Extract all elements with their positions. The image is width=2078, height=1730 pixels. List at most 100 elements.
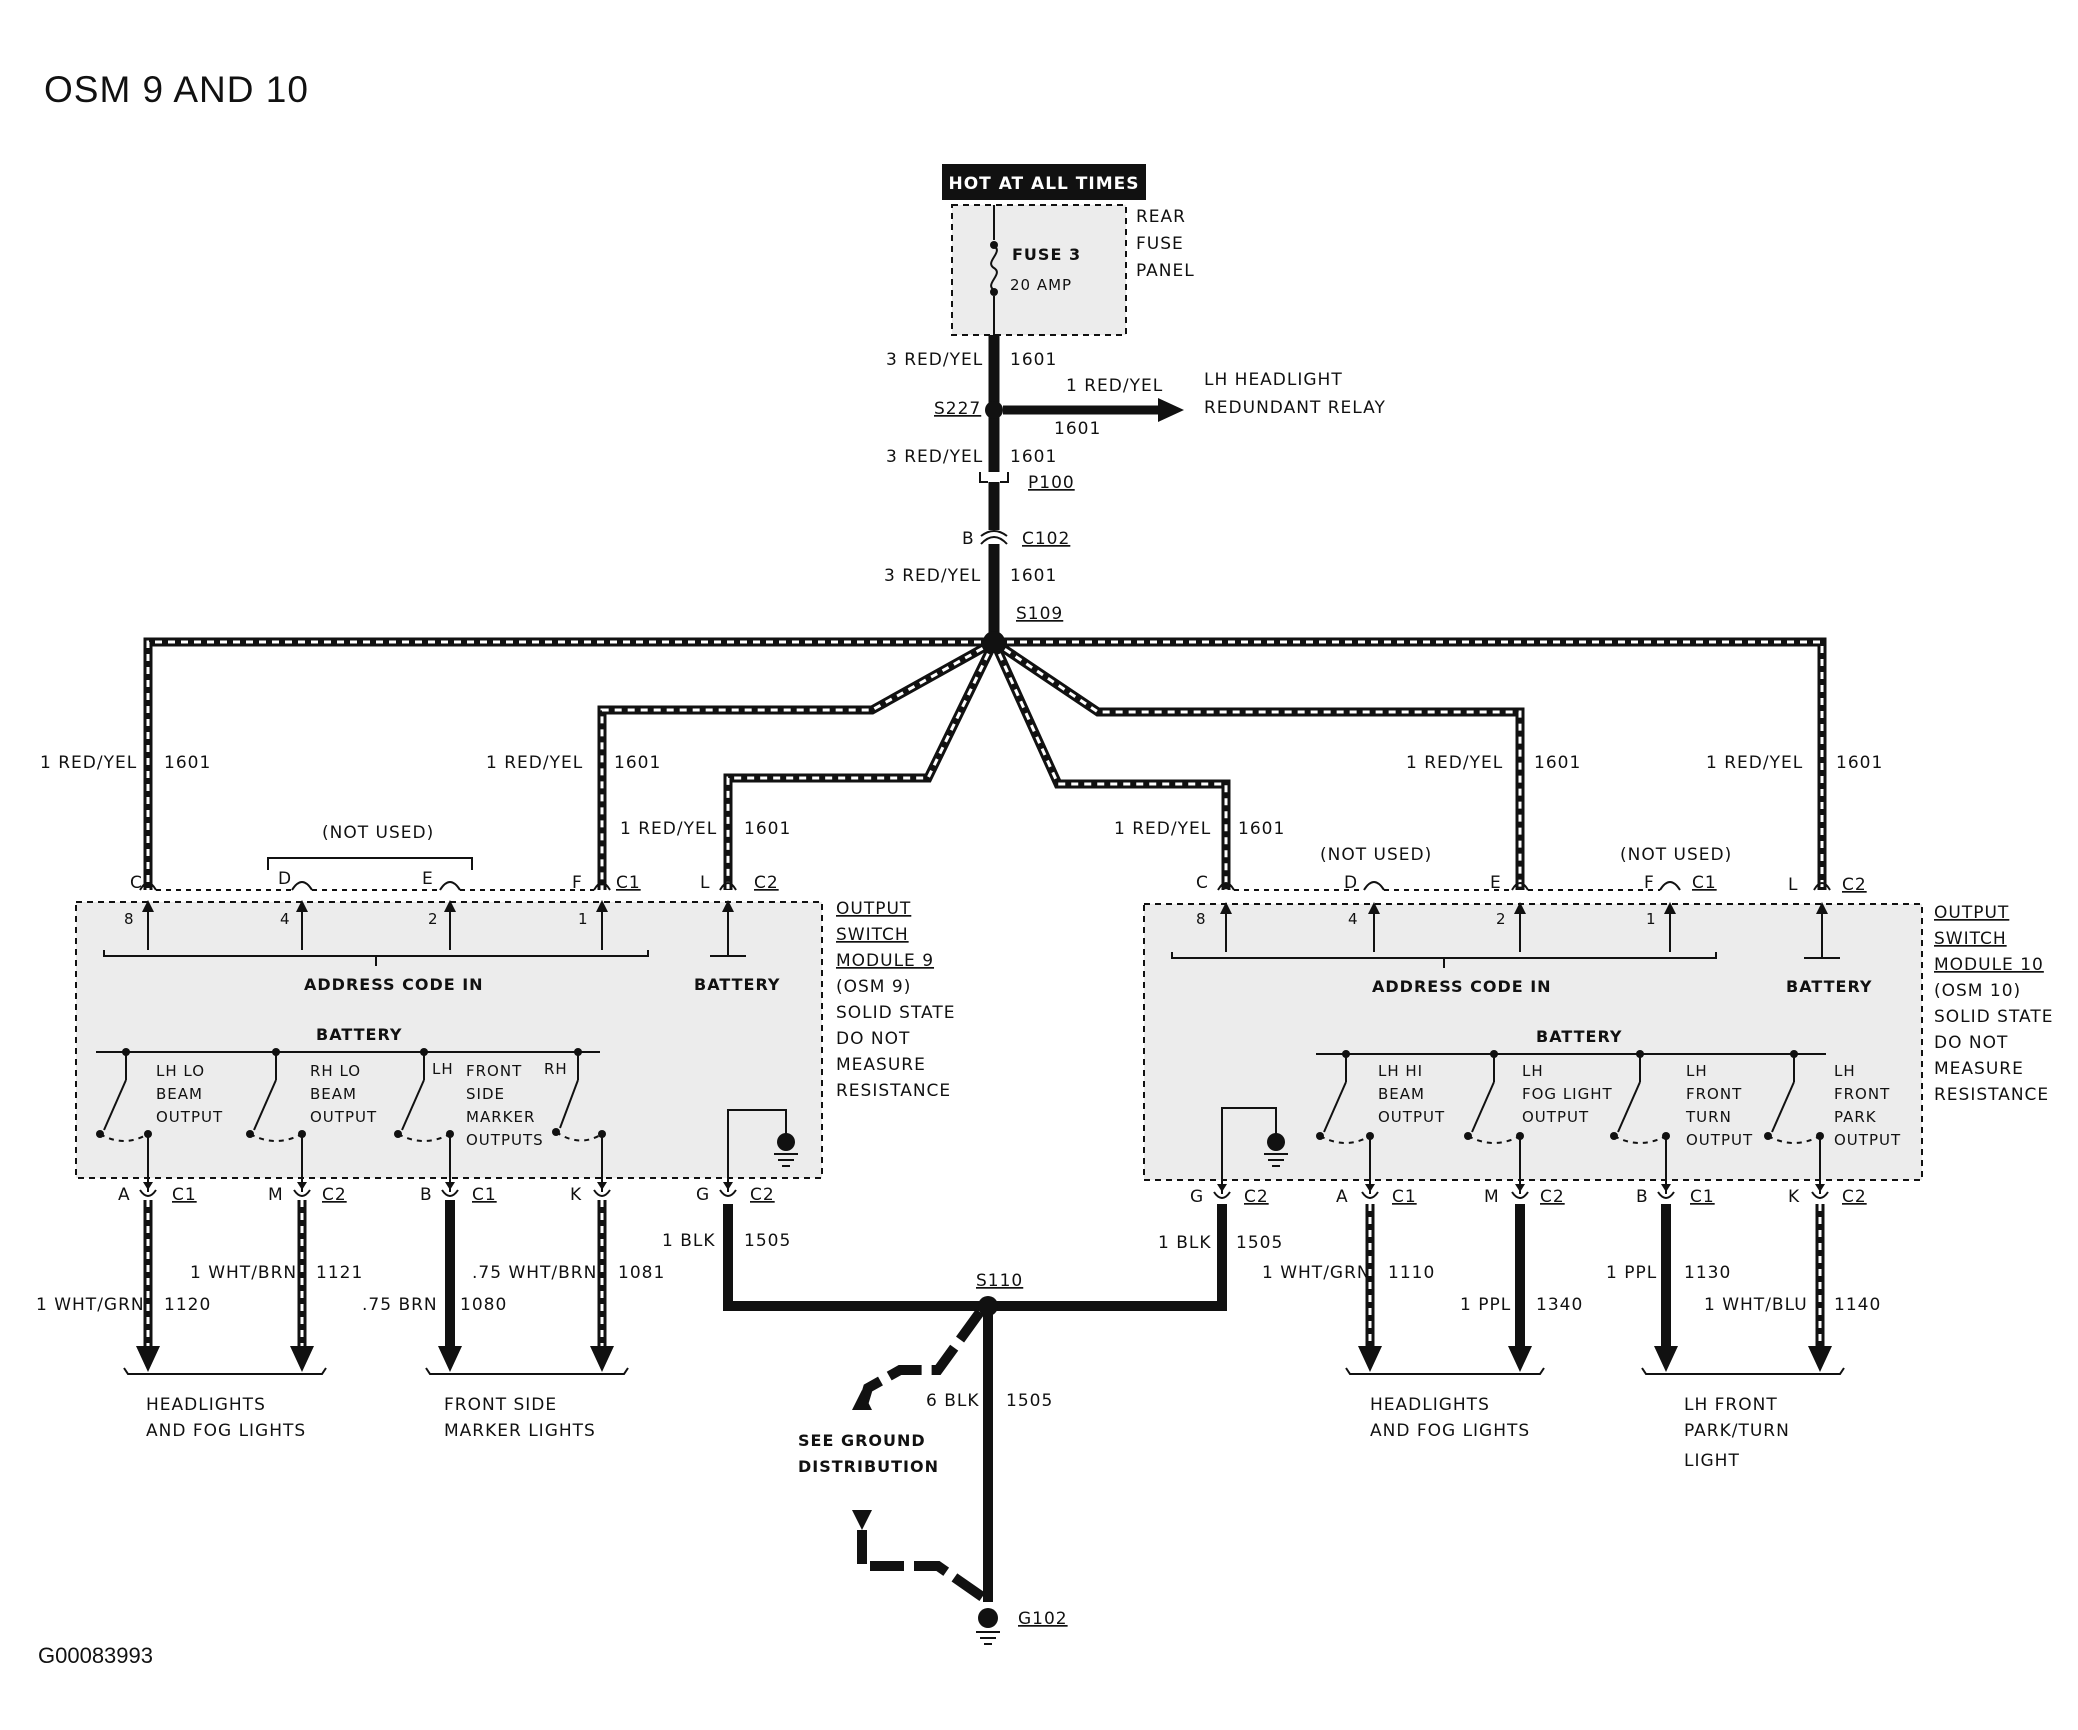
osm9-g-wire-size: 1 BLK bbox=[662, 1231, 716, 1251]
branch-wire-size: 1 RED/YEL bbox=[1066, 376, 1163, 396]
osm9-out4-l2: SIDE bbox=[466, 1085, 505, 1103]
osm9-desc-1: OUTPUT bbox=[836, 899, 911, 919]
osm10-output-wires bbox=[1345, 1204, 1845, 1375]
osm9-pin-b: B bbox=[420, 1185, 433, 1205]
ground-wire-size: 6 BLK bbox=[926, 1391, 980, 1411]
osm9-dest2-l2: MARKER LIGHTS bbox=[444, 1421, 596, 1441]
osm10-desc-6: DO NOT bbox=[1934, 1033, 2008, 1053]
panel-label-2: FUSE bbox=[1136, 234, 1184, 254]
osm10-out1-l1: LH HI bbox=[1378, 1062, 1423, 1080]
osm9-b-wire-size: .75 BRN bbox=[362, 1295, 438, 1315]
splice-s109-label: S109 bbox=[1016, 604, 1063, 624]
osm9-out1-l3: OUTPUT bbox=[156, 1108, 223, 1126]
fuse-rating: 20 AMP bbox=[1010, 276, 1072, 294]
osm9-desc-2: SWITCH bbox=[836, 925, 909, 945]
osm10-dest2-l3: LIGHT bbox=[1684, 1451, 1740, 1471]
splice-s110-label: S110 bbox=[976, 1271, 1023, 1291]
osm10-c-circuit: 1601 bbox=[1238, 819, 1285, 839]
osm10-battery-bus-label: BATTERY bbox=[1536, 1027, 1623, 1046]
osm10-pin-k-conn: C2 bbox=[1842, 1187, 1867, 1207]
osm9-output-switches bbox=[96, 1048, 798, 1178]
ground-g102-label: G102 bbox=[1018, 1609, 1068, 1629]
osm9-not-used: (NOT USED) bbox=[322, 823, 434, 843]
pass-through-p100: P100 bbox=[1028, 473, 1075, 493]
osm10-dest2-l2: PARK/TURN bbox=[1684, 1421, 1790, 1441]
osm10-not-used-f: (NOT USED) bbox=[1620, 845, 1732, 865]
osm10-box bbox=[1143, 903, 1923, 1181]
osm9-battery-input: BATTERY bbox=[694, 975, 781, 994]
hot-at-all-times-label: HOT AT ALL TIMES bbox=[949, 174, 1140, 194]
osm9-address-inputs bbox=[103, 900, 746, 966]
osm10-code-1: 1 bbox=[1646, 910, 1657, 928]
osm9-b-circuit: 1080 bbox=[460, 1295, 507, 1315]
osm9-pin-a: A bbox=[118, 1185, 131, 1205]
osm9-not-used-bracket bbox=[267, 857, 473, 870]
osm9-code-8: 8 bbox=[124, 910, 135, 928]
osm10-a-wire-size: 1 WHT/GRN bbox=[1262, 1263, 1371, 1283]
osm9-out4-l1: FRONT bbox=[466, 1062, 522, 1080]
osm9-module: C D E F C1 L C2 (NOT USED) 8 4 2 1 ADDRE… bbox=[36, 823, 954, 1441]
osm10-pin-a-conn: C1 bbox=[1392, 1187, 1417, 1207]
osm9-conn-c1: C1 bbox=[616, 873, 641, 893]
osm10-pin-g: G bbox=[1190, 1187, 1204, 1207]
osm10-a-circuit: 1110 bbox=[1388, 1263, 1435, 1283]
osm9-m-circuit: 1121 bbox=[316, 1263, 363, 1283]
osm9-desc-3: MODULE 9 bbox=[836, 951, 934, 971]
osm9-desc-7: MEASURE bbox=[836, 1055, 926, 1075]
osm10-m-circuit: 1340 bbox=[1536, 1295, 1583, 1315]
osm10-k-circuit: 1140 bbox=[1834, 1295, 1881, 1315]
osm10-l-circuit: 1601 bbox=[1836, 753, 1883, 773]
osm9-pin-f: F bbox=[572, 873, 583, 893]
osm10-module: C D E F C1 L C2 (NOT USED) (NOT USED) 8 … bbox=[1143, 845, 2053, 1471]
wire-size-top: 3 RED/YEL bbox=[886, 350, 983, 370]
osm9-desc-6: DO NOT bbox=[836, 1029, 910, 1049]
osm10-out3-l3: TURN bbox=[1685, 1108, 1732, 1126]
osm9-pin-k: K bbox=[570, 1185, 582, 1205]
osm9-battery-bus-label: BATTERY bbox=[316, 1025, 403, 1044]
osm10-c-wire-size: 1 RED/YEL bbox=[1114, 819, 1211, 839]
osm9-out3-l1: LH bbox=[432, 1060, 454, 1078]
osm10-out4-l4: OUTPUT bbox=[1834, 1131, 1901, 1149]
splice-s227 bbox=[985, 401, 1003, 419]
see-ground-distribution-2: DISTRIBUTION bbox=[798, 1457, 939, 1476]
osm10-b-wire-size: 1 PPL bbox=[1606, 1263, 1657, 1283]
osm9-m-wire-size: 1 WHT/BRN bbox=[190, 1263, 297, 1283]
osm9-out2-l1: RH LO bbox=[310, 1062, 361, 1080]
osm9-pin-b-conn: C1 bbox=[472, 1185, 497, 1205]
osm9-code-2: 2 bbox=[428, 910, 439, 928]
osm10-desc-5: SOLID STATE bbox=[1934, 1007, 2053, 1027]
osm9-a-circuit: 1120 bbox=[164, 1295, 211, 1315]
osm9-pin-e: E bbox=[422, 869, 434, 889]
circuit-mid: 1601 bbox=[1010, 447, 1057, 467]
osm9-c-circuit: 1601 bbox=[164, 753, 211, 773]
ground-circuit bbox=[723, 1204, 1227, 1645]
osm10-desc-8: RESISTANCE bbox=[1934, 1085, 2049, 1105]
osm10-pin-a: A bbox=[1336, 1187, 1349, 1207]
osm10-out4-l3: PARK bbox=[1834, 1108, 1877, 1126]
osm10-desc-2: SWITCH bbox=[1934, 929, 2007, 949]
wire-size-low: 3 RED/YEL bbox=[884, 566, 981, 586]
osm10-desc-3: MODULE 10 bbox=[1934, 955, 2044, 975]
hot-at-all-times-banner bbox=[942, 164, 1146, 200]
osm10-address-inputs bbox=[1171, 902, 1840, 968]
osm9-address-code-in: ADDRESS CODE IN bbox=[304, 975, 484, 994]
osm9-l-wire-size: 1 RED/YEL bbox=[620, 819, 717, 839]
panel-label-1: REAR bbox=[1136, 207, 1186, 227]
osm9-out1-l1: LH LO bbox=[156, 1062, 205, 1080]
osm10-out2-l2: FOG LIGHT bbox=[1522, 1085, 1613, 1103]
osm9-dest1-l2: AND FOG LIGHTS bbox=[146, 1421, 306, 1441]
osm10-e-circuit: 1601 bbox=[1534, 753, 1581, 773]
diagram-title: OSM 9 AND 10 bbox=[44, 69, 309, 110]
connector-c102-symbol bbox=[980, 536, 1008, 545]
osm9-f-wire-size: 1 RED/YEL bbox=[486, 753, 583, 773]
osm10-out4-l2: FRONT bbox=[1834, 1085, 1890, 1103]
osm10-pin-m-conn: C2 bbox=[1540, 1187, 1565, 1207]
osm9-code-1: 1 bbox=[578, 910, 589, 928]
osm9-c-wire-size: 1 RED/YEL bbox=[40, 753, 137, 773]
osm9-l-circuit: 1601 bbox=[744, 819, 791, 839]
pass-through-symbol bbox=[979, 472, 988, 483]
osm9-pin-g-conn: C2 bbox=[750, 1185, 775, 1205]
osm9-desc-4: (OSM 9) bbox=[836, 977, 911, 997]
osm10-out1-l2: BEAM bbox=[1378, 1085, 1425, 1103]
